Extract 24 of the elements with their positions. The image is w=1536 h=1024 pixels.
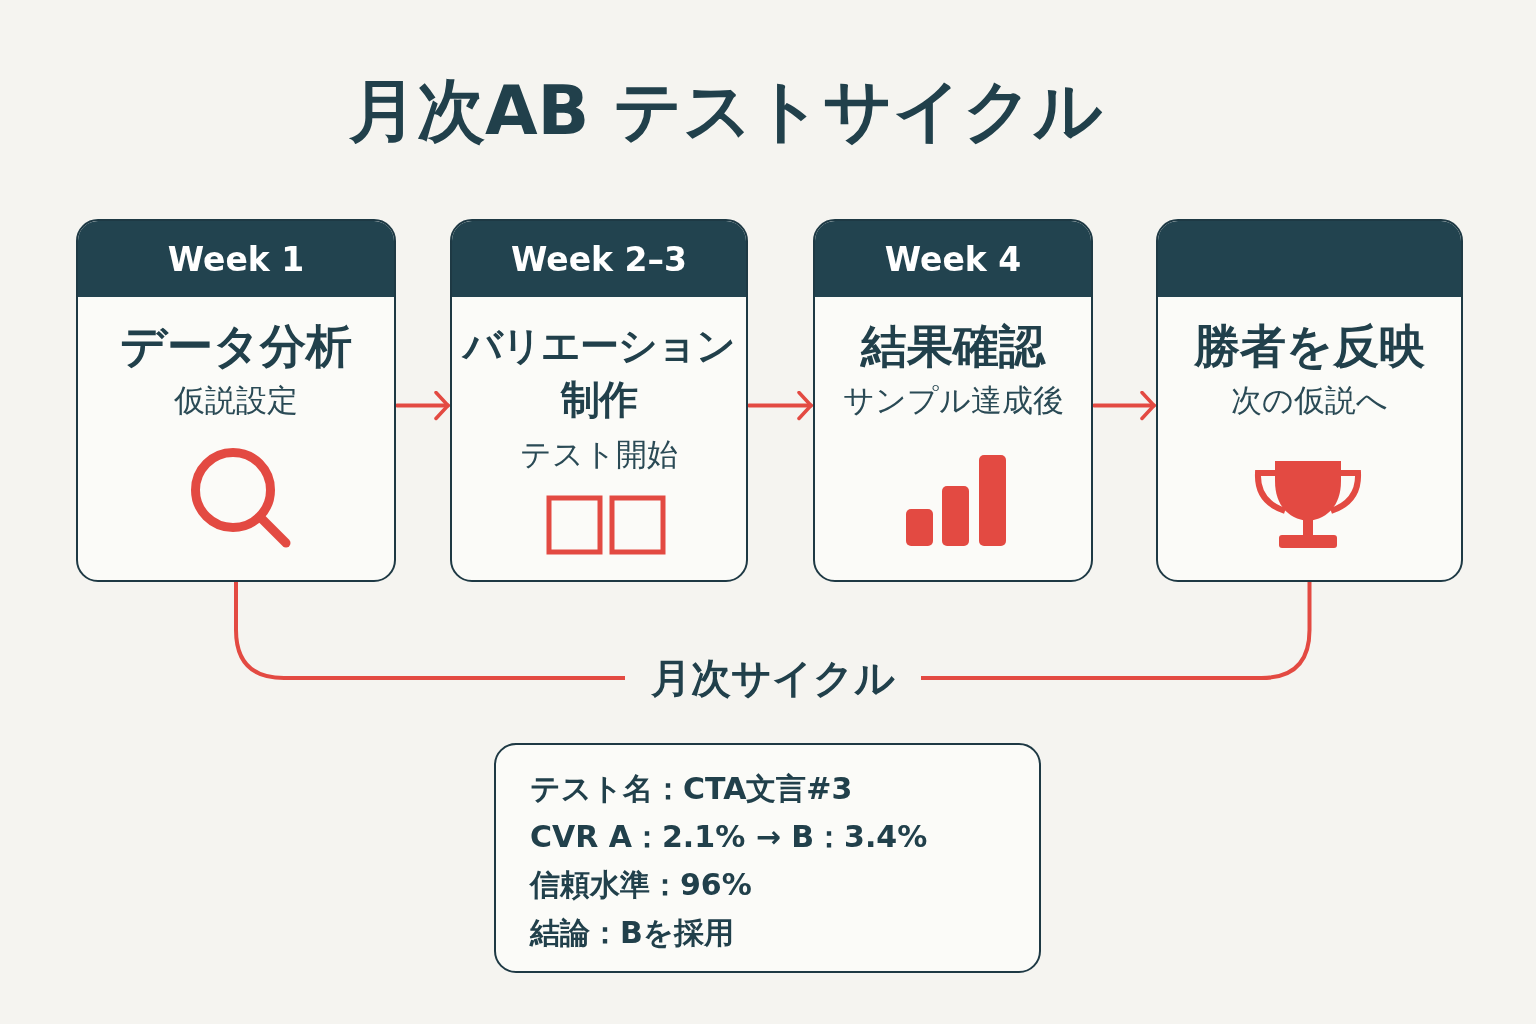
step-title: 勝者を反映 (1194, 319, 1425, 373)
step-card (450, 219, 748, 582)
step-card (76, 219, 396, 582)
info-line: テスト名：CTA文言#3 (530, 770, 853, 808)
arrow (747, 390, 813, 421)
arrow (1092, 390, 1156, 421)
card-header: Week 2–3 (452, 221, 746, 297)
step-subtitle: 次の仮説へ (1231, 381, 1388, 420)
step-title: 結果確認 (861, 319, 1045, 373)
info-line: CVR A：2.1% → B：3.4% (530, 818, 928, 856)
step-card (1156, 219, 1463, 582)
step-title: バリエーション制作 (462, 322, 736, 424)
card-header: Week 4 (815, 221, 1091, 297)
info-line: 信頼水準：96% (530, 866, 752, 904)
step-subtitle: サンプル達成後 (842, 381, 1064, 420)
card-header: Week 1 (78, 221, 394, 297)
title: 月次AB テストサイクル (348, 70, 1104, 152)
step-subtitle: 仮説設定 (174, 381, 298, 420)
step-title: データ分析 (120, 319, 352, 373)
arrow (395, 390, 450, 421)
step-card (813, 219, 1093, 582)
step-subtitle: テスト開始 (520, 435, 678, 474)
info-line: 結論：Bを採用 (530, 914, 734, 952)
info-box (494, 743, 1041, 973)
